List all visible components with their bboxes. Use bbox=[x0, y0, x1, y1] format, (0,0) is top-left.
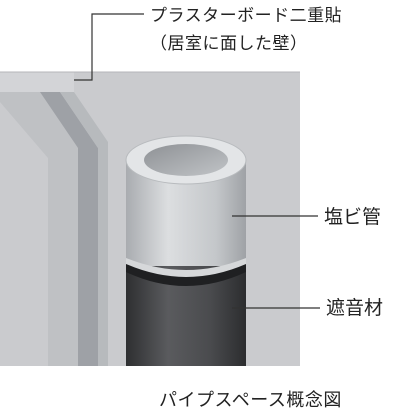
leader-line-board bbox=[74, 13, 144, 81]
plaster-board-inner bbox=[60, 72, 108, 366]
plaster-board-label: プラスターボード二重貼 bbox=[150, 6, 343, 26]
insulation-label: 遮音材 bbox=[326, 297, 384, 319]
plaster-board-note: （居室に面した壁） bbox=[150, 34, 308, 54]
wall-top bbox=[0, 72, 74, 92]
pvc-pipe-label: 塩ビ管 bbox=[324, 206, 382, 228]
plaster-board-outer bbox=[0, 72, 78, 366]
pvc-pipe-opening bbox=[144, 144, 228, 176]
pipe-insulation-joint bbox=[126, 262, 246, 286]
diagram-caption: パイプスペース概念図 bbox=[159, 390, 342, 411]
plaster-board-edge bbox=[40, 72, 98, 366]
